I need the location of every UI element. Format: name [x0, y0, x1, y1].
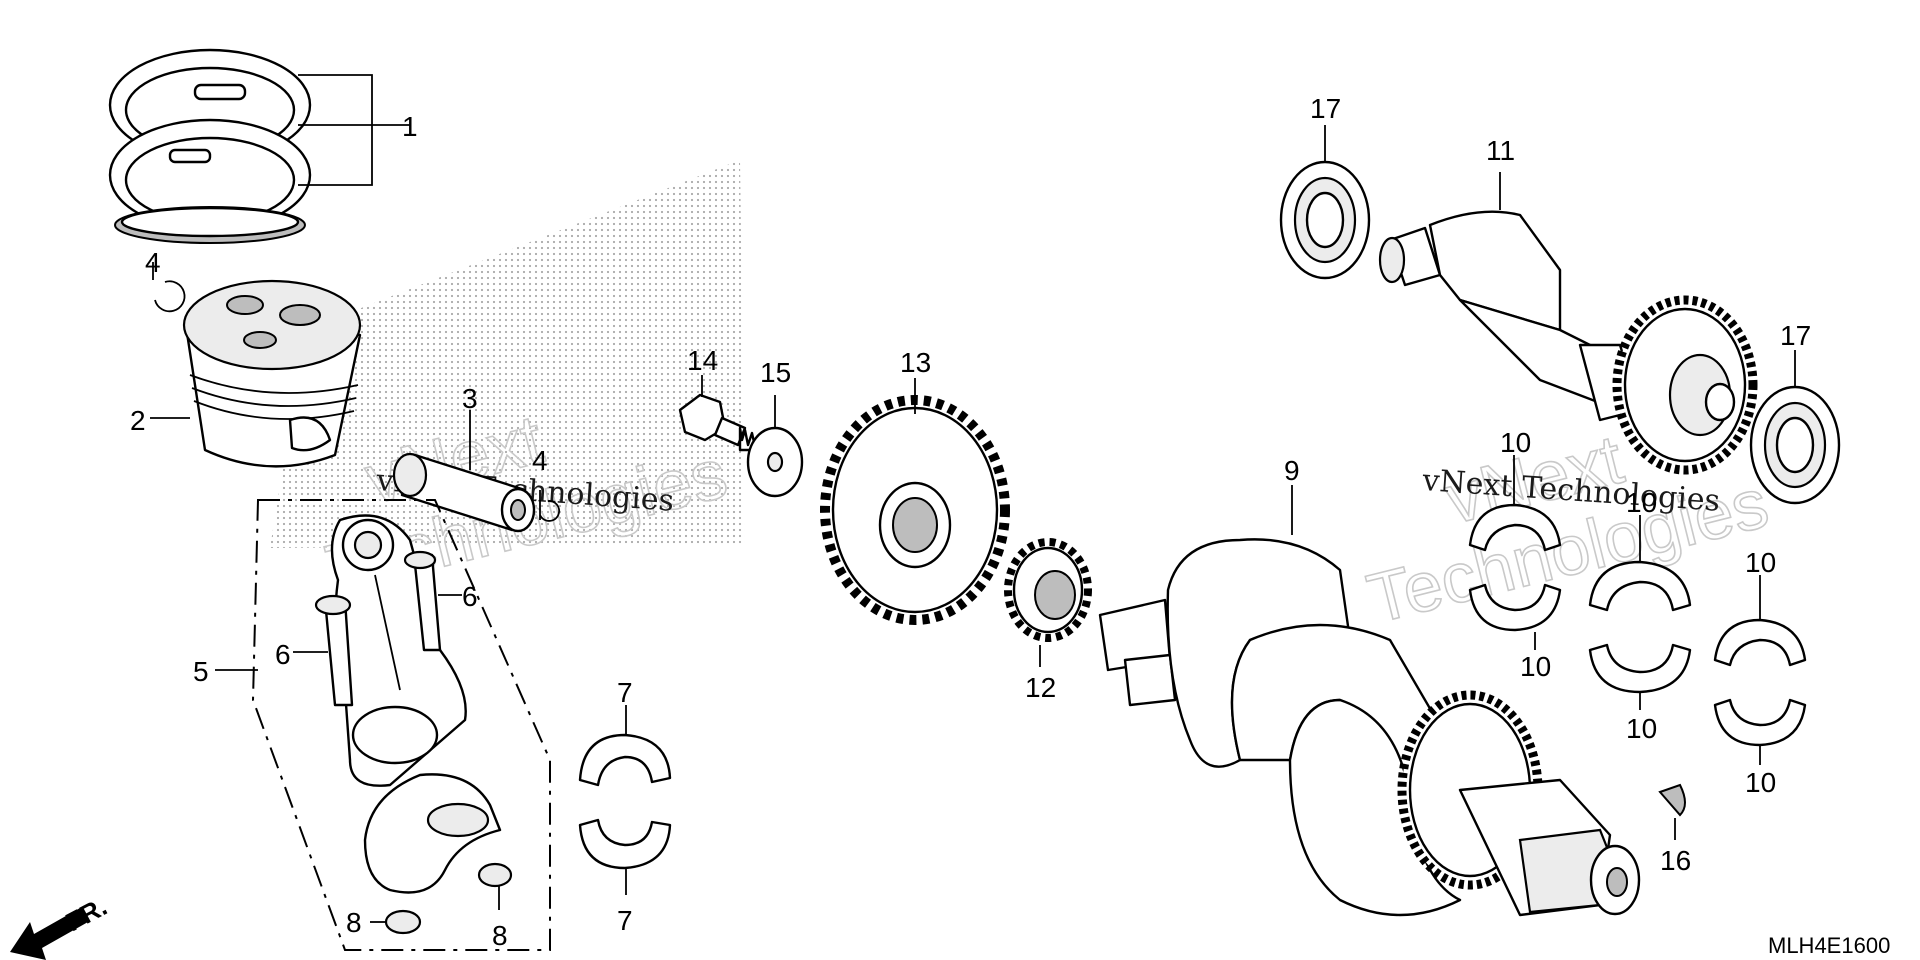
callout-7b: 7 [617, 905, 633, 936]
callout-5: 5 [193, 656, 209, 687]
main-bearing-shell-1[interactable] [1468, 503, 1562, 632]
callout-17b: 17 [1780, 320, 1811, 351]
connecting-rod-cap[interactable] [363, 773, 502, 894]
front-direction-arrow: FR. [10, 891, 112, 960]
callout-10d: 10 [1626, 713, 1657, 744]
ball-bearing-upper[interactable] [1279, 160, 1371, 280]
balancer-shaft[interactable] [1378, 210, 1758, 475]
callout-6b: 6 [462, 581, 478, 612]
callout-15: 15 [760, 357, 791, 388]
callout-13: 13 [900, 347, 931, 378]
crankshaft[interactable] [1098, 538, 1641, 917]
main-bearing-shell-3[interactable] [1713, 618, 1807, 747]
connecting-rod-bearing-lower[interactable] [578, 818, 672, 870]
connecting-rod-bolt-right[interactable] [403, 550, 442, 652]
callout-11: 11 [1486, 135, 1515, 166]
connecting-rod-group-outline [251, 499, 551, 951]
flange-bolt[interactable] [678, 393, 764, 452]
piston-pin-clip-right[interactable] [539, 500, 560, 522]
callout-8b: 8 [492, 920, 508, 951]
callout-1: 1 [402, 111, 418, 142]
callout-4a: 4 [145, 247, 161, 278]
connecting-rod-bearing-upper[interactable] [578, 733, 672, 787]
dotted-projection-area [270, 160, 745, 548]
callout-6a: 6 [275, 639, 291, 670]
washer[interactable] [746, 426, 804, 498]
main-bearing-shell-2[interactable] [1588, 560, 1692, 694]
callout-10f: 10 [1745, 767, 1776, 798]
callout-bracket-1 [298, 74, 410, 186]
callout-10b: 10 [1520, 651, 1551, 682]
ball-bearing-lower[interactable] [1749, 385, 1841, 505]
primary-gear[interactable] [820, 395, 1010, 625]
callout-10a: 10 [1500, 427, 1531, 458]
piston-pin-clip-left[interactable] [154, 280, 186, 313]
woodruff-key[interactable] [1658, 783, 1686, 817]
oring-left[interactable] [384, 909, 422, 935]
callout-17a: 17 [1310, 93, 1341, 124]
piston[interactable] [182, 279, 362, 468]
callout-7a: 7 [617, 677, 633, 708]
callout-10e: 10 [1745, 547, 1776, 578]
callout-9: 9 [1284, 455, 1300, 486]
callout-labels: 1 2 3 4 4 5 6 6 7 7 8 8 9 10 10 10 10 10… [130, 93, 1811, 951]
callout-2: 2 [130, 405, 146, 436]
oring-right[interactable] [477, 862, 513, 888]
connecting-rod-bolt-left[interactable] [314, 594, 354, 707]
callout-3: 3 [462, 383, 478, 414]
callout-4b: 4 [532, 445, 548, 476]
small-spline-gear[interactable] [1004, 538, 1092, 642]
callout-8a: 8 [346, 907, 362, 938]
callout-10c: 10 [1626, 487, 1657, 518]
callout-12: 12 [1025, 672, 1056, 703]
callout-14: 14 [687, 345, 718, 376]
connecting-rod[interactable] [330, 514, 467, 787]
callout-16: 16 [1660, 845, 1691, 876]
piston-pin[interactable] [392, 452, 536, 533]
piston-ring-set[interactable] [108, 48, 312, 244]
diagram-code: MLH4E1600 [1768, 933, 1890, 958]
